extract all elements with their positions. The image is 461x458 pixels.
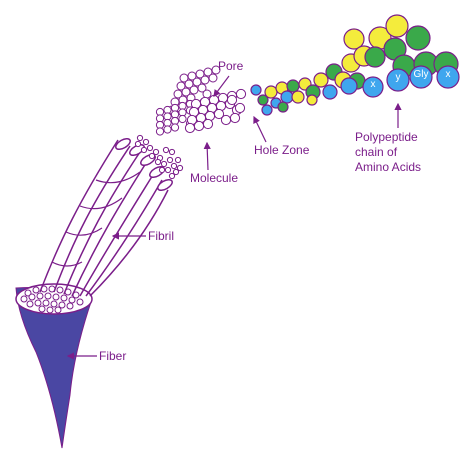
amino-acid-green <box>406 26 430 50</box>
fibril-end-circle <box>175 157 180 162</box>
polypeptide-label-line3: Amino Acids <box>355 160 421 175</box>
molecule-circle <box>203 119 212 128</box>
fiber-fibril-circle <box>57 287 63 293</box>
molecule-circle <box>227 95 236 104</box>
molecule-circle <box>179 115 186 122</box>
seq-x-2: x <box>446 69 451 80</box>
fiber-fibril-circle <box>67 303 73 309</box>
molecule-circle <box>171 124 178 131</box>
molecule-circle <box>236 89 245 98</box>
amino-acid-green <box>287 80 299 92</box>
molecule-circle <box>156 128 163 135</box>
fiber-fibril-circle <box>39 306 45 312</box>
fiber-fibril-circle <box>61 295 67 301</box>
fiber-fibril-circle <box>43 300 49 306</box>
amino-acid-yellow <box>386 15 408 37</box>
fibril-band <box>96 172 140 183</box>
fibril-end-circle <box>135 141 140 146</box>
fibril-end-circle <box>137 135 142 140</box>
fiber-fibril-circle <box>53 294 59 300</box>
molecule-circle <box>164 126 171 133</box>
triple-helix <box>251 15 459 115</box>
amino-acid-yellow <box>314 73 328 87</box>
fibril-label: Fibril <box>148 229 174 244</box>
molecule-circle <box>185 123 194 132</box>
fibril-end-circle <box>161 161 166 166</box>
amino-acid-blue <box>323 85 337 99</box>
molecule-circle <box>190 86 198 94</box>
fibril-end-circle <box>169 149 174 154</box>
fibril-end-circle <box>143 139 148 144</box>
molecule-circle <box>230 113 239 122</box>
amino-acid-blue <box>281 91 293 103</box>
fiber-fibril-circle <box>69 297 75 303</box>
fibril-end-circle <box>141 147 146 152</box>
amino-acid-yellow <box>265 86 277 98</box>
amino-acid-blue <box>341 78 357 94</box>
amino-acid-yellow <box>307 95 317 105</box>
molecule-circle <box>201 76 209 84</box>
fibril-end-circle <box>147 145 152 150</box>
fiber-fibril-circle <box>35 300 41 306</box>
fiber-fibril-circle <box>37 293 43 299</box>
fibril-end-circle <box>171 163 176 168</box>
fiber-label: Fiber <box>99 349 126 364</box>
seq-gly: Gly <box>414 69 429 80</box>
fibril-band <box>80 198 122 209</box>
fiber-fibril-circle <box>47 307 53 313</box>
fibril-end-circle <box>155 159 160 164</box>
fibril-end-circle <box>163 147 168 152</box>
fiber-fibril-circle <box>33 287 39 293</box>
pore-label: Pore <box>218 59 243 74</box>
fibril-end-circle <box>177 165 182 170</box>
fibril-end-circle <box>159 167 164 172</box>
polypeptide-label: Polypeptide chain of Amino Acids <box>355 130 421 175</box>
molecule-label: Molecule <box>190 171 238 186</box>
fibril-bands <box>52 172 140 266</box>
molecule-circle <box>194 121 203 130</box>
seq-x-1: x <box>371 79 376 90</box>
seq-y: y <box>396 72 401 83</box>
molecule-circle <box>221 115 230 124</box>
fiber-fibril-circle <box>21 296 27 302</box>
polypeptide-label-line1: Polypeptide <box>355 130 421 145</box>
amino-acid-blue <box>251 85 261 95</box>
molecule-circle <box>209 74 217 82</box>
hole-zone-arrow <box>254 117 266 142</box>
fibril-band <box>66 228 102 235</box>
molecule-circle <box>203 90 211 98</box>
molecule-arrow <box>207 143 208 170</box>
fibril-end-circle <box>167 157 172 162</box>
amino-acid-blue <box>262 105 272 115</box>
fiber-fibril-circle <box>55 307 61 313</box>
polypeptide-label-line2: chain of <box>355 145 421 160</box>
fiber-fibril-circle <box>51 301 57 307</box>
amino-acid-green <box>365 47 385 67</box>
fibril-end-circle <box>149 153 154 158</box>
fiber-fibril-circle <box>29 294 35 300</box>
amino-acid-yellow <box>292 91 304 103</box>
fibril-end-circle <box>165 167 170 172</box>
fiber-fibril-circle <box>27 301 33 307</box>
fiber-fibril-circle <box>45 293 51 299</box>
hole-zone-label: Hole Zone <box>254 143 309 158</box>
fiber-fibril-circle <box>77 299 83 305</box>
molecule-circle <box>235 103 244 112</box>
amino-acid-green <box>278 102 288 112</box>
